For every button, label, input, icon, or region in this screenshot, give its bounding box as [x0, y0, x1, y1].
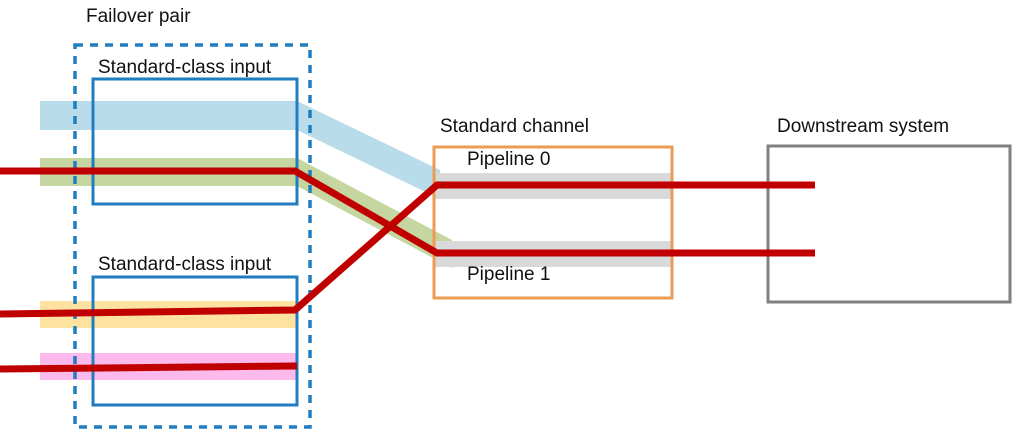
downstream-system-box [766, 144, 1012, 304]
standard-class-input-bottom-box [91, 275, 299, 407]
red-line-pink-terminated [0, 362, 298, 373]
downstream-system-label: Downstream system [777, 116, 950, 137]
red-line-yellow-to-pipeline-0 [0, 181, 815, 318]
failover-pair-group [73, 43, 312, 429]
standard-class-input-bottom-label: Standard-class input [98, 254, 272, 275]
standard-channel-box [432, 145, 674, 300]
standard-class-input-top-label: Standard-class input [98, 57, 272, 78]
pipeline-1-label: Pipeline 1 [467, 264, 551, 285]
red-line-green-to-pipeline-1 [0, 167, 815, 257]
failover-pair-label: Failover pair [86, 6, 191, 27]
standard-class-input-top-box [91, 77, 299, 206]
pipeline-0-label: Pipeline 0 [467, 149, 551, 170]
stream-green-band [40, 158, 452, 268]
standard-channel-label: Standard channel [440, 116, 589, 137]
stream-blue-band [40, 101, 440, 199]
